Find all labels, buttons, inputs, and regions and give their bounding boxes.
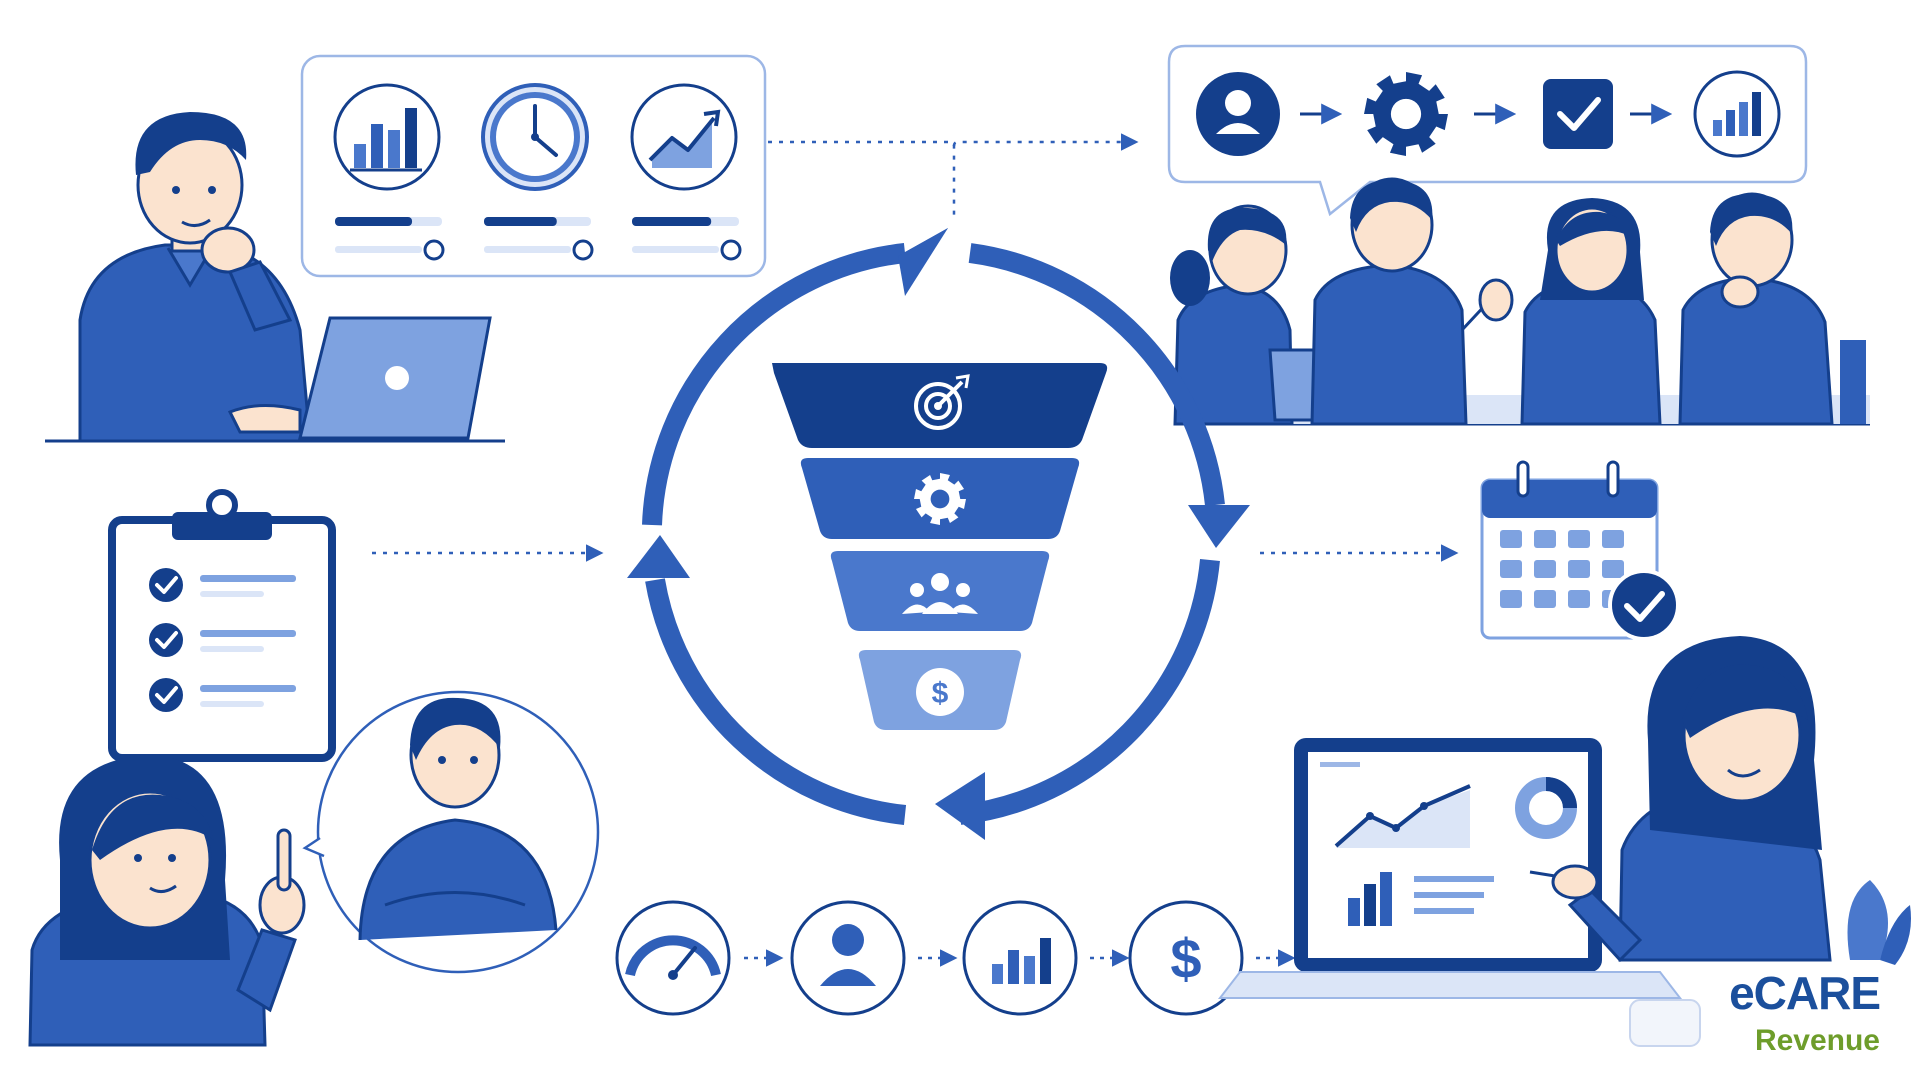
progress-slider	[335, 217, 445, 261]
calendar-day-cell	[1534, 590, 1556, 608]
checklist-item	[149, 623, 296, 657]
workflow-panel	[1167, 44, 1808, 217]
speedometer-icon	[615, 900, 731, 1016]
svg-text:$: $	[1170, 927, 1201, 990]
slider-knob	[572, 239, 594, 261]
progress-fill	[632, 217, 712, 226]
team-icon	[902, 573, 978, 614]
clipboard-checklist	[108, 489, 336, 762]
funnel-level-1	[772, 363, 1108, 448]
slider-knob	[423, 239, 445, 261]
logo-main-text: CARE	[1753, 967, 1881, 1019]
calendar-day-cell	[1500, 590, 1522, 608]
checklist-item	[149, 568, 296, 602]
checklist-items	[149, 568, 296, 712]
dollar-icon: $	[916, 668, 964, 716]
sales-funnel: $	[772, 363, 1108, 730]
cycle-ring	[627, 228, 1250, 840]
man-with-laptop-illustration	[45, 112, 505, 443]
thinking-man-bubble	[302, 690, 600, 974]
calendar-day-cell	[1534, 530, 1556, 548]
checkbox-icon	[1543, 79, 1613, 149]
calendar-day-cell	[1568, 590, 1590, 608]
team-meeting-illustration	[1170, 177, 1870, 426]
calendar-day-cell	[1568, 560, 1590, 578]
calendar-illustration	[1480, 460, 1680, 641]
bar-chart-icon	[1693, 70, 1781, 158]
trend-up-icon	[630, 83, 738, 191]
bar-chart-icon	[962, 900, 1078, 1016]
logo-prefix: e	[1729, 967, 1755, 1019]
funnel-level-2	[800, 458, 1080, 539]
check-badge-icon	[1608, 569, 1680, 641]
funnel-level-4: $	[858, 650, 1022, 730]
svg-text:$: $	[932, 677, 949, 710]
progress-fill	[335, 217, 413, 226]
target-icon	[914, 374, 970, 430]
logo-wordmark: eCARE	[1729, 967, 1881, 1019]
kpi-flow: $	[615, 900, 1296, 1016]
calendar-day-cell	[1534, 560, 1556, 578]
gear-icon	[914, 473, 966, 525]
woman-analyst-illustration	[1529, 636, 1911, 965]
dollar-icon: $	[1128, 900, 1244, 1016]
logo-subtitle: Revenue	[1754, 1024, 1880, 1057]
calendar-day-cell	[1500, 560, 1522, 578]
slider-knob	[720, 239, 742, 261]
funnel-level-3	[830, 551, 1050, 631]
calendar-day-cell	[1602, 530, 1624, 548]
user-icon	[1196, 72, 1280, 156]
calendar-day-grid	[1500, 530, 1624, 608]
calendar-day-cell	[1568, 530, 1590, 548]
dashboard-laptop	[1217, 738, 1701, 1047]
connector-lines	[372, 133, 1459, 562]
woman-pointing-illustration	[28, 755, 306, 1047]
checklist-item	[149, 678, 296, 712]
calendar-day-cell	[1602, 560, 1624, 578]
bar-chart-icon	[333, 83, 441, 191]
progress-slider	[632, 217, 742, 261]
calendar-day-cell	[1500, 530, 1522, 548]
progress-sliders	[335, 217, 742, 261]
metrics-panel	[300, 54, 767, 278]
progress-fill	[484, 217, 557, 226]
user-icon	[790, 900, 906, 1016]
gear-icon	[1364, 72, 1448, 156]
progress-slider	[484, 217, 594, 261]
clock-icon	[481, 83, 589, 191]
ecare-revenue-logo: eCARE Revenue	[1668, 970, 1888, 1066]
